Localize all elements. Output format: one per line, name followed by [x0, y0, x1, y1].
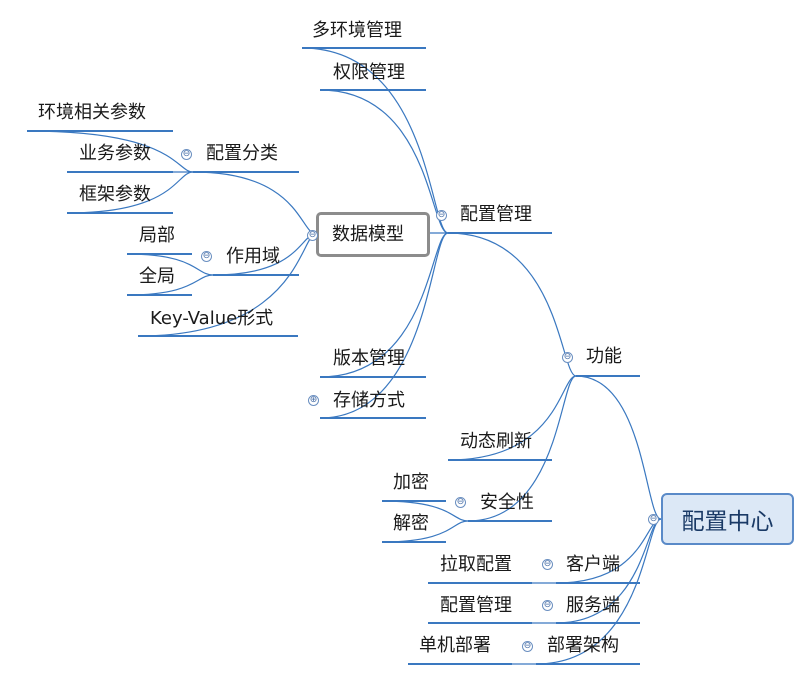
node-peizhi-guanli[interactable]: 配置管理: [460, 204, 532, 225]
collapse-toggle-fuwuduan[interactable]: ⊖: [542, 600, 553, 611]
node-underline: [556, 622, 640, 624]
node-gongneng[interactable]: 功能: [586, 346, 622, 367]
collapse-toggle-gongneng[interactable]: ⊖: [562, 352, 573, 363]
node-underline: [382, 500, 446, 502]
link-quanxian: [319, 89, 449, 234]
node-anquan[interactable]: 安全性: [480, 492, 534, 513]
node-underline: [576, 375, 640, 377]
node-huanjing-canshu[interactable]: 环境相关参数: [38, 102, 146, 123]
collapse-toggle-shuju-moxing[interactable]: ⊖: [307, 230, 318, 241]
node-underline: [67, 212, 173, 214]
node-underline: [448, 459, 552, 461]
link-kuangjia: [66, 171, 194, 214]
node-duohuanjing[interactable]: 多环境管理: [312, 20, 402, 41]
node-cunchu[interactable]: 存储方式: [333, 390, 405, 411]
node-quanxian[interactable]: 权限管理: [333, 62, 405, 83]
node-underline: [320, 376, 426, 378]
node-jiemi[interactable]: 解密: [393, 513, 429, 534]
node-peizhi-fenlei[interactable]: 配置分类: [206, 143, 278, 164]
link-gongneng: [575, 375, 662, 520]
node-underline: [302, 47, 426, 49]
node-underline: [320, 89, 426, 91]
node-underline: [536, 663, 640, 665]
node-laqu[interactable]: 拉取配置: [440, 554, 512, 575]
node-underline: [556, 582, 640, 584]
link-duohuanjing: [301, 47, 449, 234]
node-jubu[interactable]: 局部: [139, 225, 175, 246]
node-underline: [468, 520, 552, 522]
link-fenlei: [192, 171, 317, 235]
node-underline: [127, 253, 192, 255]
link-cunchu: [319, 232, 449, 419]
node-underline: [138, 335, 298, 337]
node-fuwuduan[interactable]: 服务端: [566, 595, 620, 616]
node-jiami[interactable]: 加密: [393, 472, 429, 493]
link-huanjing: [26, 130, 194, 173]
link-dongtai: [447, 375, 577, 461]
node-fw-peizhi[interactable]: 配置管理: [440, 595, 512, 616]
node-kv[interactable]: Key-Value形式: [150, 308, 274, 329]
root-label: 配置中心: [681, 509, 774, 535]
node-underline: [213, 274, 299, 276]
link-bushu: [535, 518, 662, 665]
expand-toggle-cunchu[interactable]: ⊕: [308, 395, 319, 406]
collapse-toggle-kehuduan[interactable]: ⊖: [542, 559, 553, 570]
node-underline: [448, 232, 552, 234]
node-dongtai[interactable]: 动态刷新: [460, 431, 532, 452]
collapse-toggle-anquan[interactable]: ⊖: [455, 497, 466, 508]
collapse-toggle-bushu[interactable]: ⊖: [522, 641, 533, 652]
node-underline: [67, 171, 173, 173]
node-underline: [27, 130, 173, 132]
collapse-toggle-peizhi-fenlei[interactable]: ⊖: [181, 149, 192, 160]
node-shuju-moxing[interactable]: 数据模型: [332, 224, 404, 245]
link-peizhi-guanli: [447, 232, 577, 377]
collapse-toggle-zuoyongyu[interactable]: ⊖: [201, 251, 212, 262]
link-anquan: [467, 375, 577, 522]
node-quanju[interactable]: 全局: [139, 266, 175, 287]
node-underline: [193, 171, 299, 173]
collapse-toggle-peizhi-guanli[interactable]: ⊖: [436, 210, 447, 221]
node-danji[interactable]: 单机部署: [419, 635, 491, 656]
node-underline: [428, 582, 532, 584]
node-bushu[interactable]: 部署架构: [547, 635, 619, 656]
root-node[interactable]: 配置中心: [661, 493, 794, 545]
link-banben: [319, 232, 449, 378]
node-zuoyongyu[interactable]: 作用域: [226, 246, 280, 267]
node-yewu-canshu[interactable]: 业务参数: [79, 143, 151, 164]
selected-node-frame: [316, 212, 430, 257]
node-underline: [382, 541, 446, 543]
node-underline: [127, 294, 192, 296]
node-kuangjia-canshu[interactable]: 框架参数: [79, 184, 151, 205]
node-kehuduan[interactable]: 客户端: [566, 554, 620, 575]
node-underline: [428, 622, 532, 624]
node-banben[interactable]: 版本管理: [333, 348, 405, 369]
collapse-toggle-root[interactable]: ⊖: [648, 514, 659, 525]
node-underline: [320, 417, 426, 419]
node-underline: [408, 663, 512, 665]
